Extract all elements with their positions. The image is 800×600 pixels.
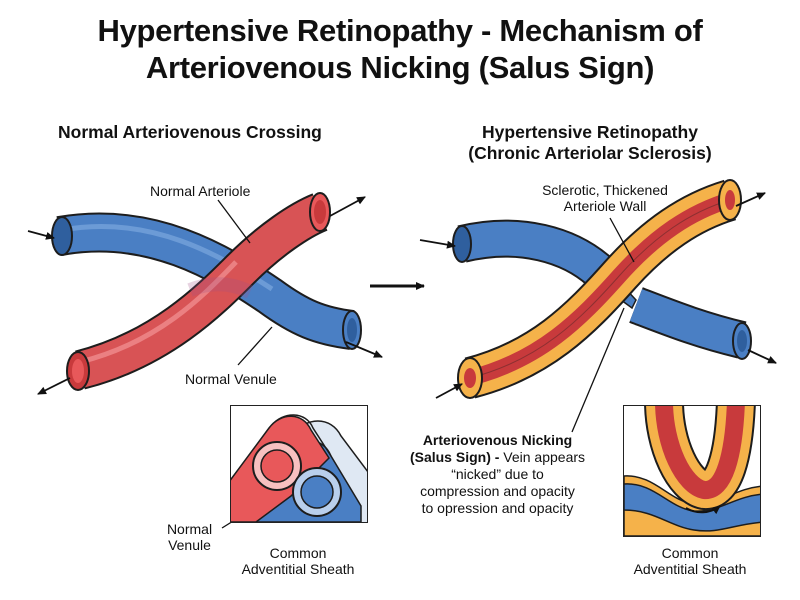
right-panel-heading: Hypertensive Retinopathy (Chronic Arteri… xyxy=(430,122,750,164)
venule-outflow-arrow xyxy=(345,341,383,358)
left-panel-heading: Normal Arteriovenous Crossing xyxy=(58,122,322,142)
left-cross-section-inset xyxy=(230,405,368,523)
right-heading-line-1: Hypertensive Retinopathy xyxy=(482,122,698,142)
title-line-2: Arteriovenous Nicking (Salus Sign) xyxy=(145,50,655,85)
nicking-leader-line xyxy=(571,307,625,433)
arteriole-inflow-arrow xyxy=(37,377,71,395)
sclerotic-wall-label: Sclerotic, Thickened Arteriole Wall xyxy=(542,182,668,214)
inset-venule-label: Normal Venule xyxy=(166,521,213,553)
normal-arteriole xyxy=(66,192,331,391)
venule-leader-line xyxy=(237,326,273,366)
cross-section-drawing xyxy=(231,414,367,522)
right-compression-inset xyxy=(623,405,761,537)
normal-arteriole-label: Normal Arteriole xyxy=(150,183,251,199)
normal-venule-label: Normal Venule xyxy=(185,371,277,387)
page-title: Hypertensive Retinopathy - Mechanism of … xyxy=(0,12,800,86)
arteriole-outflow-arrow xyxy=(329,196,366,217)
right-arteriole-outflow-arrow xyxy=(735,192,766,207)
right-arteriole-inflow-arrow xyxy=(435,383,463,399)
left-sheath-label: Common Adventitial Sheath xyxy=(241,545,355,577)
right-venule-outflow-arrow xyxy=(747,349,777,364)
arteriole-leader-line xyxy=(217,199,251,244)
right-venule-inflow-arrow xyxy=(419,239,456,249)
venule-inflow-arrow xyxy=(27,230,55,240)
right-sheath-label: Common Adventitial Sheath xyxy=(633,545,747,577)
right-heading-line-2: (Chronic Arteriolar Sclerosis) xyxy=(468,143,712,163)
compression-drawing xyxy=(624,406,760,536)
wall-leader-line xyxy=(609,217,635,263)
av-nicking-caption: Arteriovenous Nicking (Salus Sign) - Vei… xyxy=(409,432,586,516)
title-line-1: Hypertensive Retinopathy - Mechanism of xyxy=(97,13,703,48)
sclerotic-arteriole xyxy=(457,179,742,399)
